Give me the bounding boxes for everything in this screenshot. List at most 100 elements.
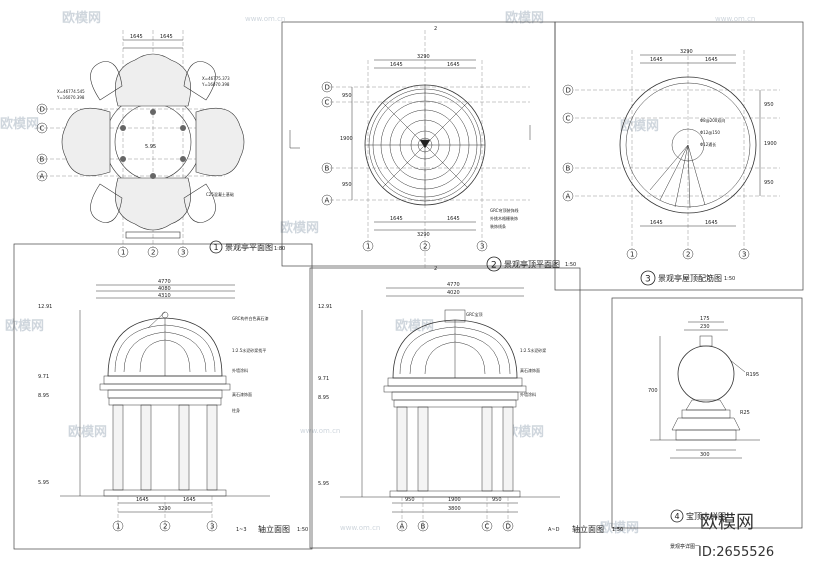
- dim: 700: [648, 388, 658, 394]
- dim: 1645: [650, 57, 663, 63]
- watermark: 欧模网: [68, 424, 107, 440]
- axis-bubble: C: [485, 523, 490, 531]
- dim: 4770: [158, 279, 171, 285]
- plan-drawing: [38, 30, 245, 248]
- watermark: 欧模网: [620, 118, 659, 134]
- axis-bubble: A: [566, 193, 571, 201]
- dim: 1900: [448, 497, 461, 503]
- dim: 1645: [136, 497, 149, 503]
- axis-bubble: 2: [686, 251, 690, 259]
- axis-bubble: D: [566, 87, 571, 95]
- note: GRC宝顶: [466, 311, 482, 317]
- watermark-url: www.om.cn: [715, 15, 755, 23]
- dim: 1645: [447, 216, 460, 222]
- note: GRC穹顶装饰线: [490, 207, 518, 213]
- axis-bubble: 3: [210, 523, 214, 531]
- watermark: 欧模网: [280, 220, 319, 236]
- drawing-scale: 1:50: [297, 527, 308, 533]
- axis-bubble: C: [325, 99, 330, 107]
- section-mark: 2: [434, 266, 437, 272]
- note: GRC构件白色真石漆: [232, 315, 268, 321]
- roof-plan-drawing: [289, 30, 531, 270]
- axis-bubble: D: [506, 523, 511, 531]
- note: 装饰线条: [490, 223, 506, 229]
- note: 真石漆饰面: [232, 391, 252, 397]
- panel-frames: [13, 21, 804, 550]
- axis-bubble: 3: [742, 251, 746, 259]
- dim: R195: [746, 372, 759, 378]
- note: C25混凝土基础: [206, 191, 234, 197]
- axis-bubble: C: [566, 115, 571, 123]
- rebar-drawing: [575, 50, 780, 250]
- note: 外挑木格栅装饰: [490, 215, 518, 221]
- dim: 950: [342, 93, 352, 99]
- dim: 1645: [130, 34, 143, 40]
- level-mark: 12.91: [38, 304, 52, 310]
- level-mark: 5.95: [38, 480, 49, 486]
- elevation-1-drawing: [60, 284, 270, 530]
- drawing-axis-range: A~D: [548, 527, 560, 533]
- axis-bubble: C: [40, 125, 45, 133]
- dim: 950: [764, 180, 774, 186]
- dim: 1900: [340, 136, 353, 142]
- axis-bubble: A: [40, 173, 45, 181]
- note: 真石漆饰面: [520, 367, 540, 373]
- axis-bubble: 2: [151, 249, 155, 257]
- level-mark: 5.95: [318, 481, 329, 487]
- axis-bubble: B: [421, 523, 426, 531]
- dim: 950: [342, 182, 352, 188]
- drawing-title: 景观亭平面图: [225, 242, 273, 252]
- dim: 950: [764, 102, 774, 108]
- axis-bubble: D: [40, 106, 45, 114]
- footer-brand: 欧模网: [700, 512, 754, 533]
- watermark-url: www.om.cn: [300, 427, 340, 435]
- coord: X=46774.545: [57, 89, 85, 94]
- dim: 1645: [705, 57, 718, 63]
- elevation-2-labels: 4770 4020 950 1900 950 3800 12.91 9.71 8…: [318, 282, 623, 534]
- drawing-title: 宝顶大样图: [686, 511, 726, 521]
- dim: 950: [492, 497, 502, 503]
- note: 柱身: [232, 407, 240, 413]
- coord: Y=16070.398: [56, 95, 85, 100]
- elevation-mark: 5.95: [145, 144, 156, 150]
- watermark-url: www.om.cn: [245, 15, 285, 23]
- dim: 1645: [390, 62, 403, 68]
- watermark: 欧模网: [5, 318, 44, 334]
- axis-bubble: D: [325, 84, 330, 92]
- level-mark: 8.95: [38, 393, 49, 399]
- note: 1:2.5水泥砂浆: [520, 347, 546, 353]
- axis-bubble: 3: [181, 249, 185, 257]
- watermark: 欧模网: [395, 318, 434, 334]
- drawing-title: 轴立面图: [572, 524, 604, 534]
- axis-bubble: 1: [121, 249, 125, 257]
- sheet-title: 景观亭详图一: [670, 543, 700, 550]
- level-mark: 9.71: [318, 376, 329, 382]
- dim: 3290: [417, 54, 430, 60]
- drawing-scale: 1:80: [274, 246, 285, 252]
- drawing-title: 轴立面图: [258, 524, 290, 534]
- dim: 1645: [650, 220, 663, 226]
- axis-bubble: 2: [423, 243, 427, 251]
- dim: 3290: [158, 506, 171, 512]
- drawing-title: 景观亭屋顶配筋图: [658, 273, 722, 283]
- axis-bubble: B: [40, 156, 45, 164]
- note: Φ12通长: [700, 141, 716, 147]
- watermark: 欧模网: [505, 10, 544, 26]
- axis-bubble: 1: [116, 523, 120, 531]
- dim: 4020: [447, 290, 460, 296]
- drawing-axis-range: 1~3: [236, 527, 247, 533]
- footer-id: ID:2655526: [698, 545, 774, 560]
- drawing-scale: 1:50: [565, 262, 576, 268]
- dim: 3290: [680, 49, 693, 55]
- axis-bubble: 3: [480, 243, 484, 251]
- watermark: 欧模网: [505, 424, 544, 440]
- plan-labels: 1645 1645 X=46775.373 Y=16070.398 X=4677…: [36, 34, 285, 258]
- coord: Y=16070.398: [201, 82, 230, 87]
- note: 外墙涂料: [520, 391, 536, 397]
- dim: 4310: [158, 293, 171, 299]
- drawing-number: 4: [675, 512, 680, 521]
- dim: 1645: [705, 220, 718, 226]
- axis-bubble: A: [325, 197, 330, 205]
- dim: 4080: [158, 286, 171, 292]
